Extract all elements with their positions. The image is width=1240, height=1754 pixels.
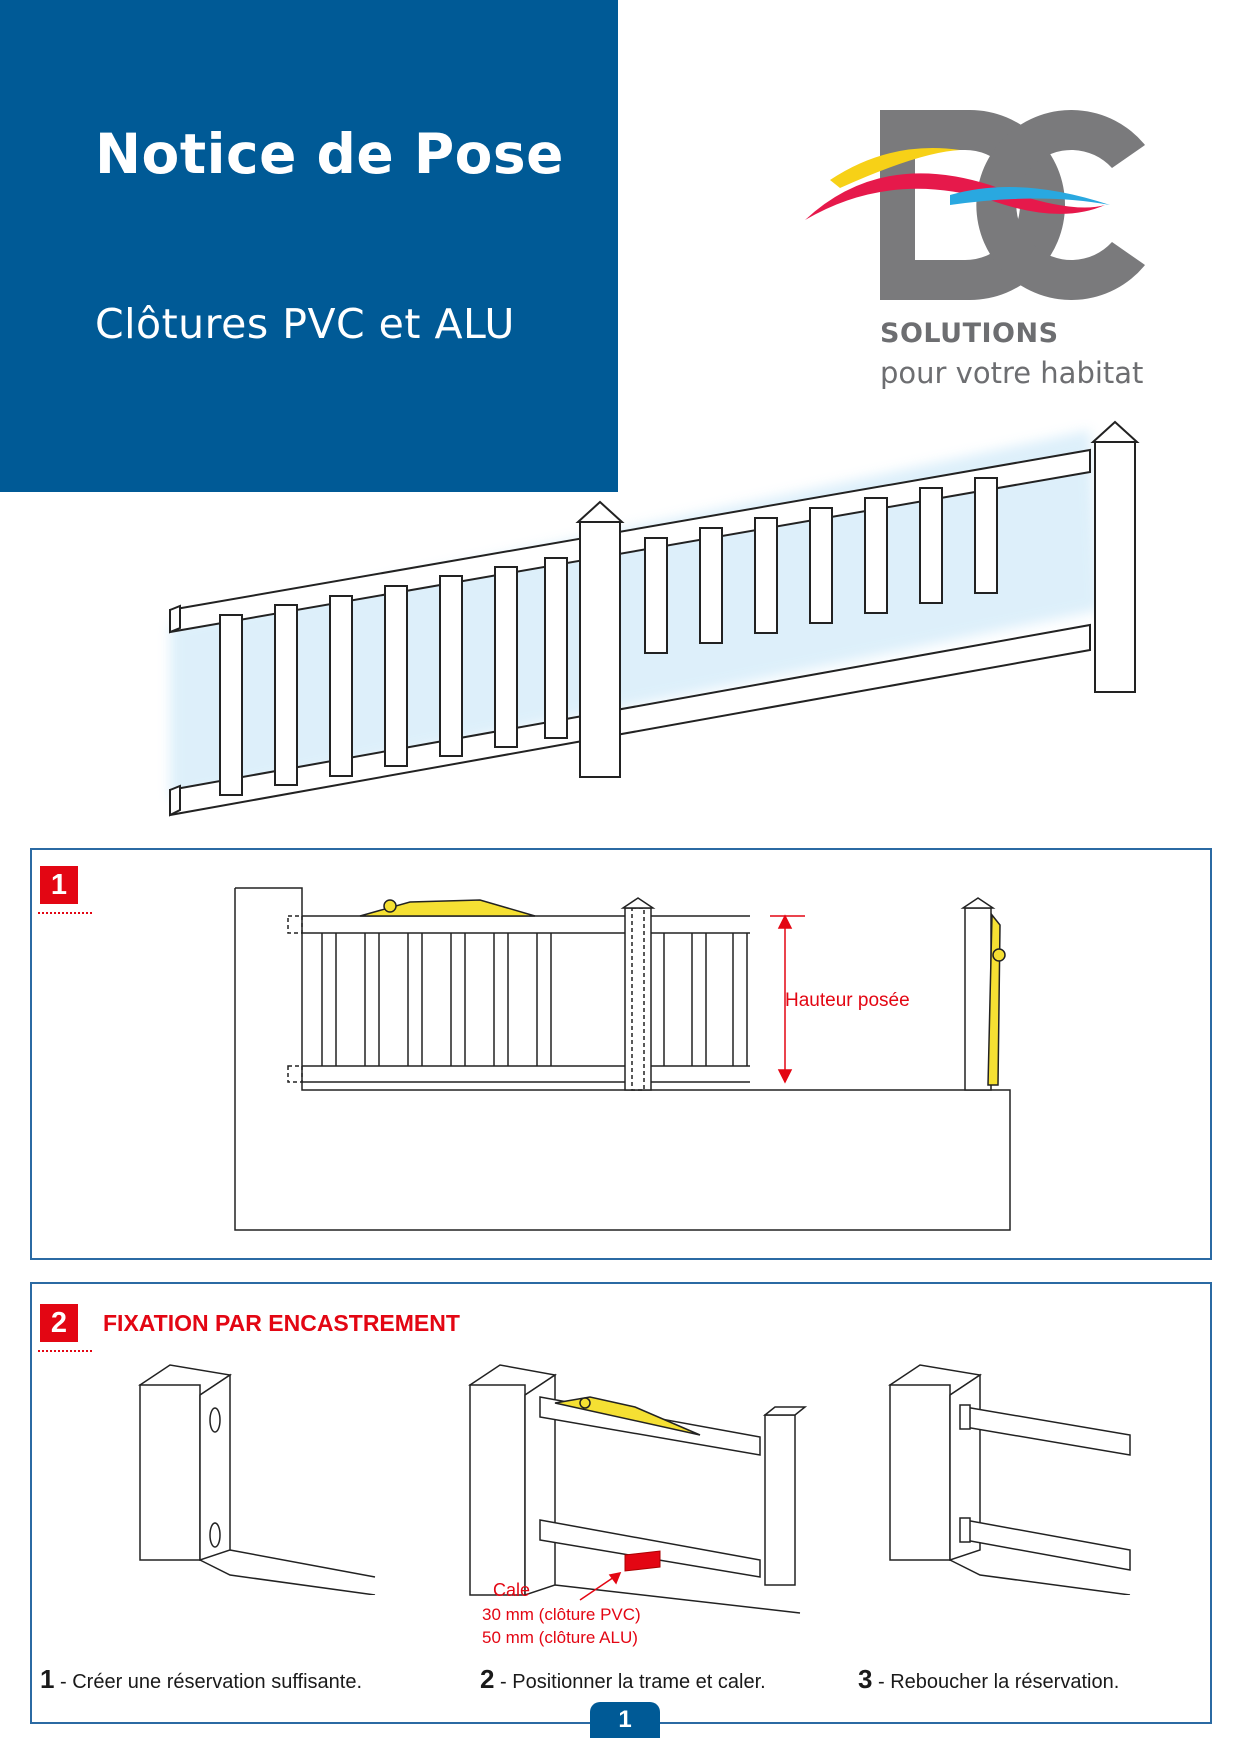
brand-tagline-2: pour votre habitat — [880, 356, 1144, 390]
cale-pvc-size: 30 mm (clôture PVC) — [482, 1605, 641, 1624]
substep1-drawing — [138, 1364, 376, 1595]
page-number-tab — [590, 1702, 660, 1738]
end-post — [1094, 441, 1136, 693]
height-label: Hauteur posée — [785, 990, 910, 1011]
step2-underline — [38, 1350, 92, 1352]
logo-swoosh-yellow — [830, 148, 960, 188]
brand-tagline-1: SOLUTIONS — [880, 318, 1059, 349]
header-panel — [0, 0, 618, 492]
spirit-level-icon — [554, 1396, 701, 1436]
caption-number: 2 — [480, 1664, 495, 1694]
step1-frame — [30, 848, 1212, 1260]
step2-badge: 2 — [40, 1304, 78, 1342]
caption-text: - Reboucher la réservation. — [872, 1671, 1120, 1693]
step1-badge: 1 — [40, 866, 78, 904]
logo-swoosh-blue — [950, 187, 1110, 205]
spirit-level-icon — [359, 899, 536, 917]
page-title: Notice de Pose — [95, 122, 564, 186]
cale-label: Cale — [493, 1580, 531, 1600]
step1-underline — [38, 912, 92, 914]
post-cap-icon — [575, 500, 625, 523]
caption-step-1: 1 - Créer une réservation suffisante. — [40, 1664, 362, 1695]
logo-letter-c — [976, 110, 1145, 300]
wall — [234, 887, 1011, 1231]
logo-swoosh-red — [805, 173, 1105, 220]
pickets — [321, 933, 748, 1066]
cale-alu-size: 50 mm (clôture ALU) — [482, 1628, 638, 1647]
step2-heading: FIXATION PAR ENCASTREMENT — [103, 1310, 460, 1336]
spirit-level-icon — [987, 912, 1006, 1086]
wedge-icon — [624, 1550, 661, 1572]
pickets-left — [219, 557, 568, 796]
post-cap-icon — [1090, 420, 1140, 443]
pickets-right — [644, 477, 998, 654]
caption-number: 1 — [40, 1664, 55, 1694]
caption-text: - Créer une réservation suffisante. — [54, 1671, 363, 1693]
caption-number: 3 — [858, 1664, 873, 1694]
middle-post — [579, 521, 621, 778]
substep3-drawing — [888, 1364, 1131, 1595]
fence-illustration — [169, 420, 1140, 817]
caption-step-3: 3 - Reboucher la réservation. — [858, 1664, 1119, 1695]
caption-step-2: 2 - Positionner la trame et caler. — [480, 1664, 766, 1695]
step1-drawing — [234, 887, 1011, 1231]
page-number: 1 — [618, 1706, 632, 1733]
caption-text: - Positionner la trame et caler. — [494, 1671, 766, 1693]
substep2-drawing — [468, 1364, 808, 1614]
page-subtitle: Clôtures PVC et ALU — [95, 300, 515, 348]
company-logo — [805, 110, 1145, 300]
